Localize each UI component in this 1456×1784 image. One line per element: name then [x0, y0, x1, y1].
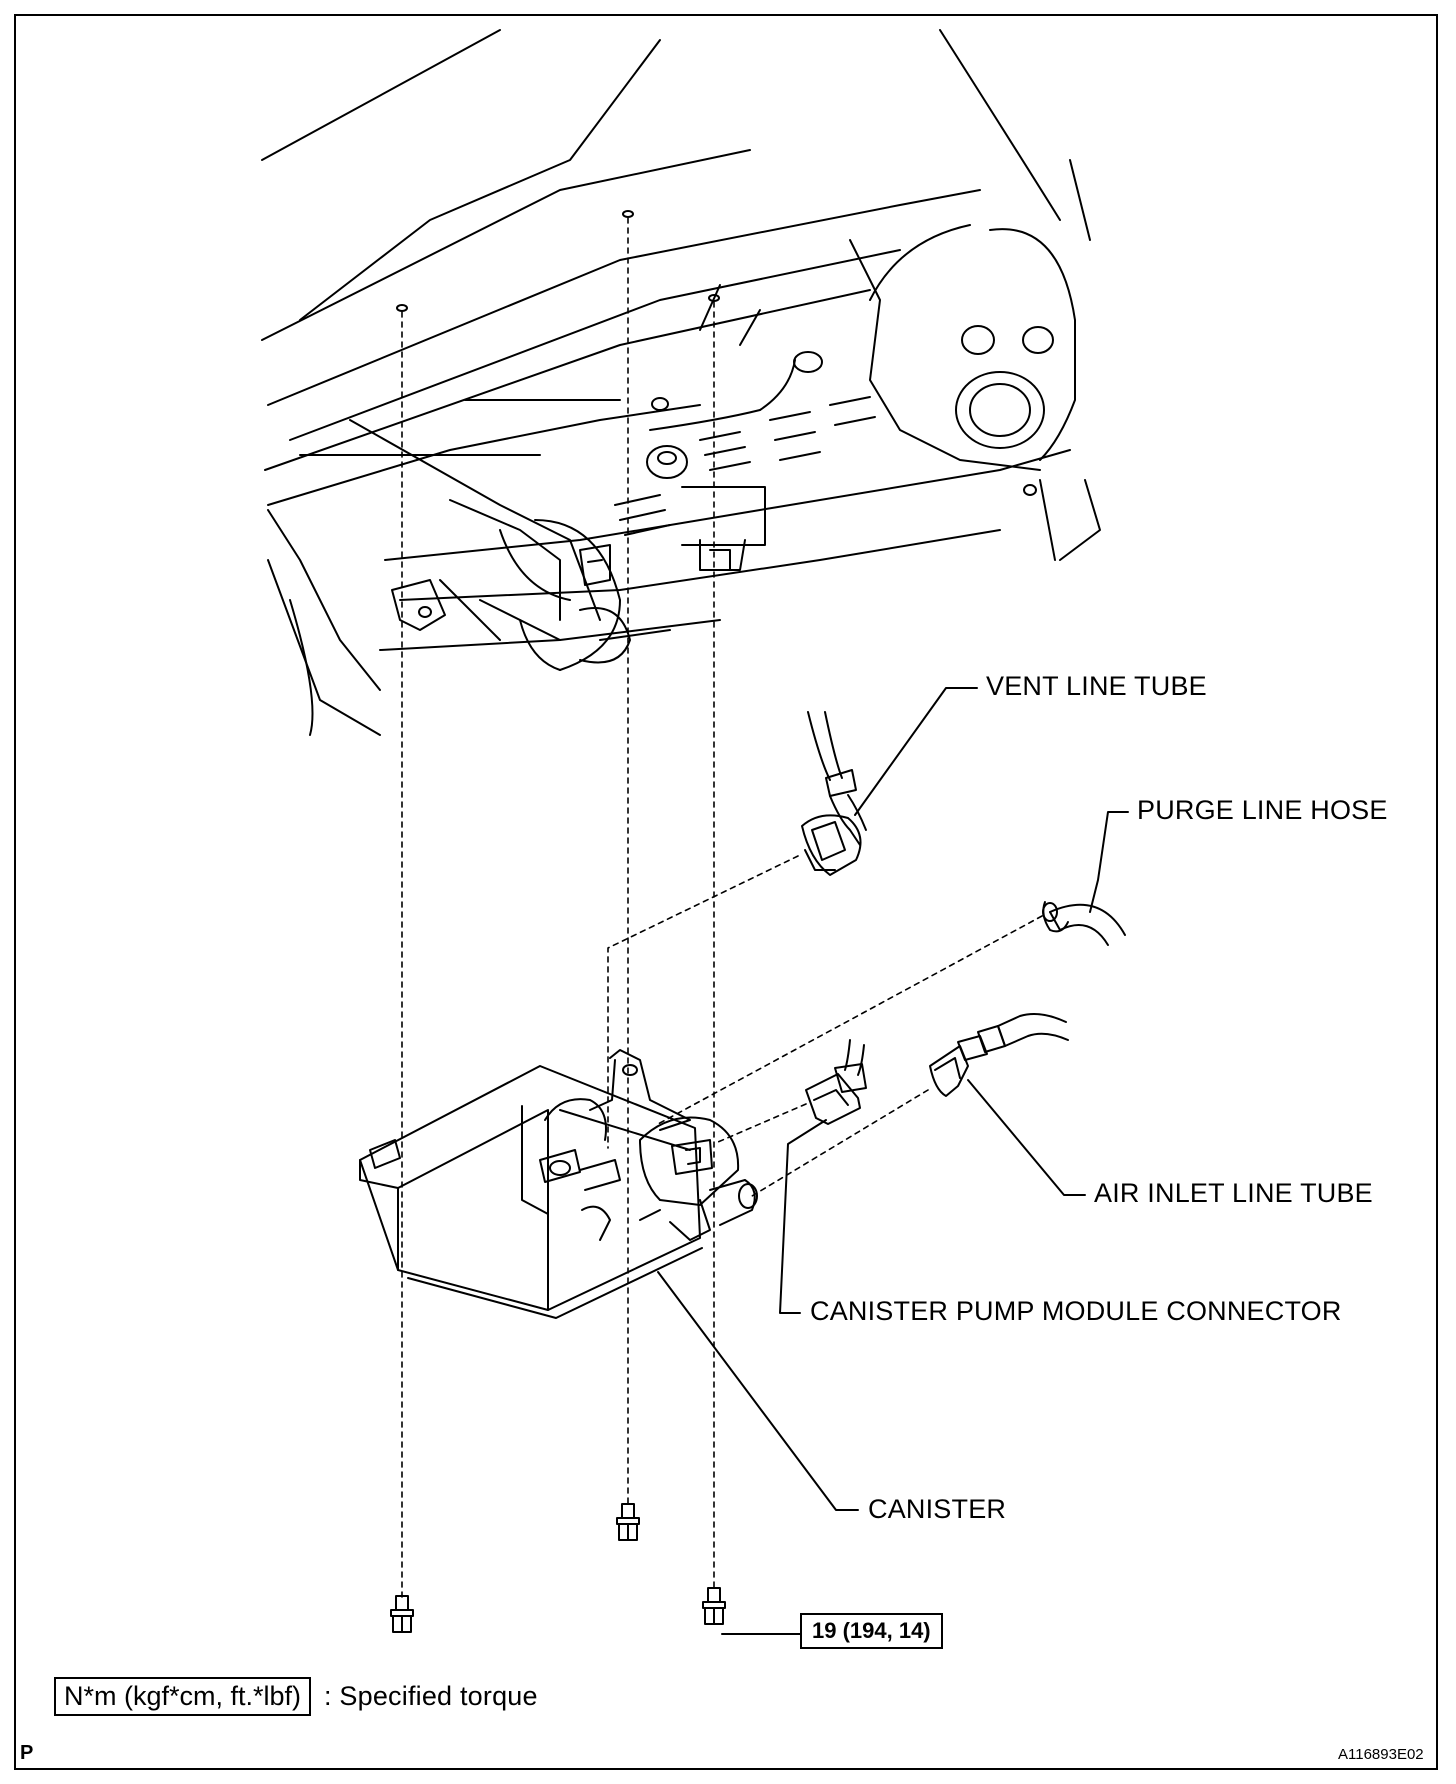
vehicle-underbody: [261, 29, 1101, 736]
label-vent-line-tube: VENT LINE TUBE: [986, 671, 1207, 701]
pump-module-connector: [805, 1039, 867, 1125]
figure-id: A116893E02: [1338, 1746, 1424, 1763]
purge-line-hose: [1042, 901, 1126, 946]
bolt-hole-marks: [396, 210, 720, 312]
label-purge-line-hose: PURGE LINE HOSE: [1137, 795, 1388, 825]
bolt-right-icon: [702, 1587, 726, 1625]
canister-body: [359, 1049, 758, 1319]
bolt-middle-icon: [616, 1503, 640, 1541]
bolt-alignment-lines: [401, 217, 715, 1601]
label-canister: CANISTER: [868, 1494, 1007, 1524]
vent-line-tube: [801, 711, 867, 876]
label-canister-pump-module-connector: CANISTER PUMP MODULE CONNECTOR: [810, 1296, 1342, 1326]
page-mark-p: P: [20, 1742, 34, 1764]
air-inlet-line-tube: [929, 1013, 1069, 1097]
torque-spec-box: 19 (194, 14): [800, 1613, 943, 1649]
diagram-frame: [14, 14, 1438, 1770]
leader-lines: [657, 687, 1129, 1635]
legend-description: : Specified torque: [324, 1681, 538, 1711]
connection-paths: [607, 855, 1043, 1197]
label-air-inlet-line-tube: AIR INLET LINE TUBE: [1094, 1178, 1373, 1208]
bolt-left-icon: [390, 1595, 414, 1633]
legend-torque-unit-box: N*m (kgf*cm, ft.*lbf): [54, 1677, 312, 1716]
